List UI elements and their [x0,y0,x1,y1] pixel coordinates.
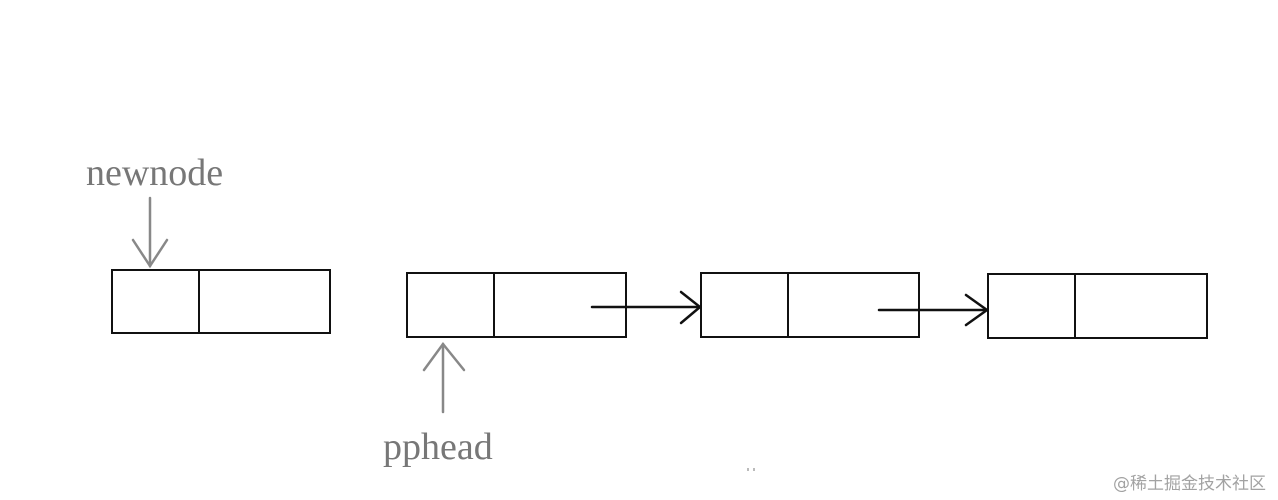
list-node-2 [700,272,920,338]
watermark: @稀土掘金技术社区 [1113,474,1266,494]
pphead-pointer-arrow [422,341,466,414]
node-next-cell [200,271,329,332]
node-next-cell [1076,275,1206,337]
node-next-cell [789,274,918,336]
list-node-1 [406,272,627,338]
pphead-label: pphead [383,426,493,468]
list-node-new [111,269,331,334]
newnode-label: newnode [86,152,224,194]
node-data-cell [113,271,200,332]
node-next-cell [495,274,625,336]
list-node-3 [987,273,1208,339]
newnode-pointer-arrow [131,196,169,269]
stray-marks [747,468,755,471]
node-data-cell [702,274,789,336]
node-data-cell [989,275,1076,337]
node-data-cell [408,274,495,336]
